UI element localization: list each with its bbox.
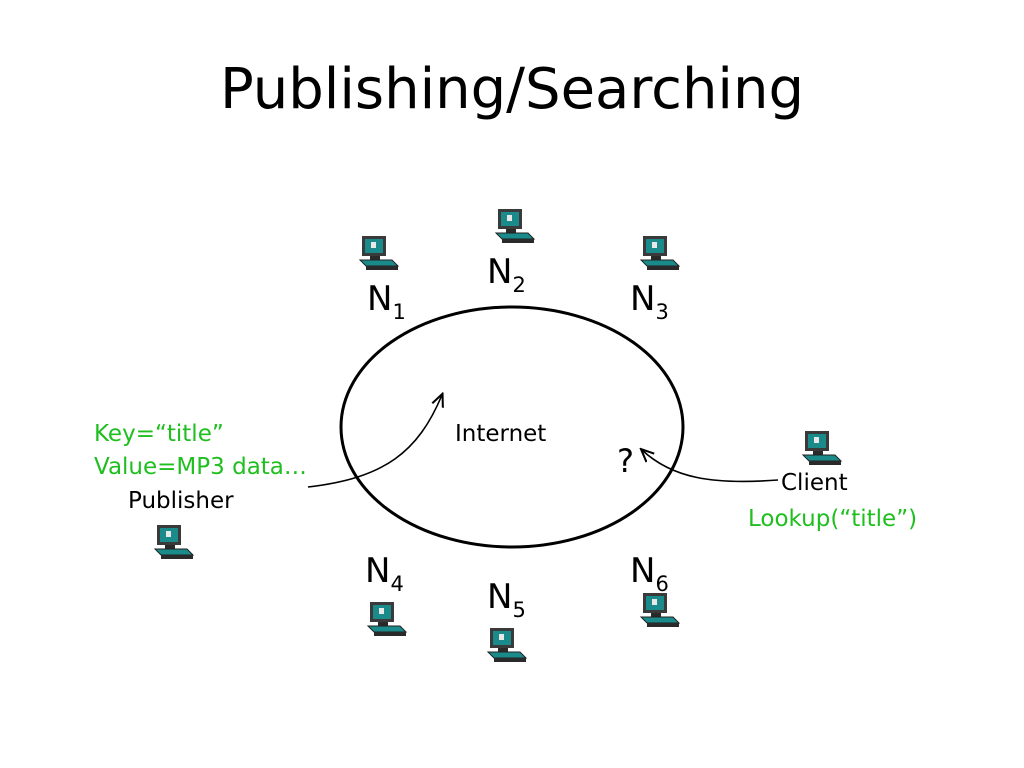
computer-icon — [367, 601, 407, 637]
publisher-key: Key=“title” — [94, 421, 224, 447]
internet-label: Internet — [455, 421, 547, 447]
computer-icon — [359, 235, 399, 271]
query-mark: ? — [617, 442, 634, 480]
publisher-label: Publisher — [128, 488, 234, 514]
computer-icon — [640, 235, 680, 271]
client-label: Client — [781, 470, 848, 496]
computer-icon — [495, 208, 535, 244]
computer-icon — [154, 524, 194, 560]
node-label-n5: N5 — [487, 577, 526, 622]
lookup-arrow — [642, 450, 779, 483]
computer-icon — [487, 627, 527, 663]
computer-icon — [802, 430, 842, 466]
node-label-n4: N4 — [365, 551, 404, 596]
node-label-n6: N6 — [630, 551, 669, 596]
slide-title: Publishing/Searching — [219, 57, 805, 122]
node-label-n1: N1 — [367, 279, 406, 324]
node-label-n3: N3 — [630, 279, 669, 324]
node-label-n2: N2 — [487, 252, 526, 297]
publish-arrow — [307, 395, 442, 488]
client-lookup: Lookup(“title”) — [748, 506, 918, 532]
computer-icon — [640, 592, 680, 628]
publisher-value: Value=MP3 data… — [94, 454, 307, 480]
internet-ellipse — [339, 305, 685, 549]
